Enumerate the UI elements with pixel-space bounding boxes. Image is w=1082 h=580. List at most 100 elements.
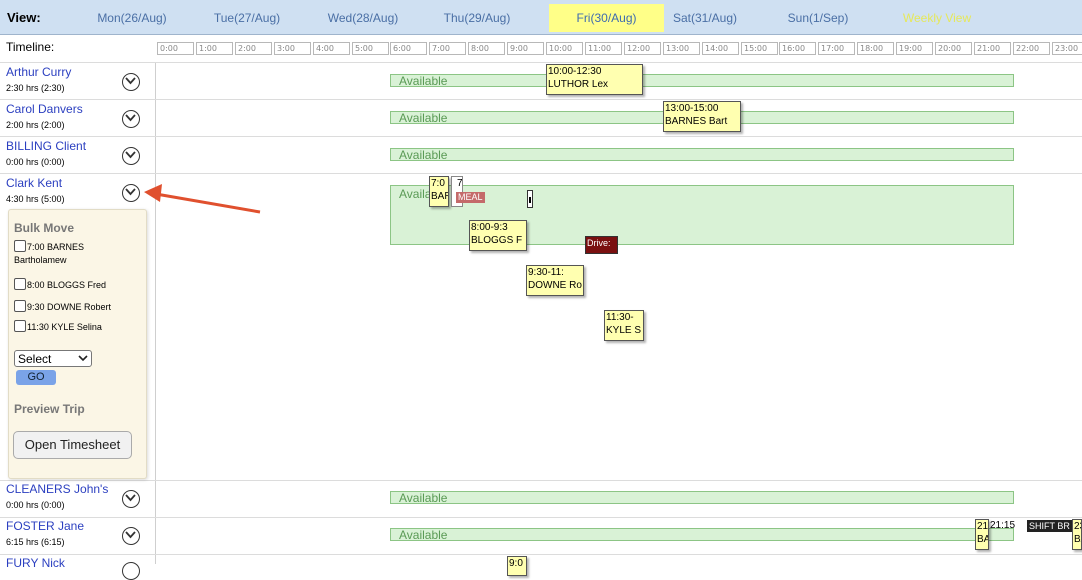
- job-block[interactable]: 8:00-9:3 BLOGGS F: [469, 220, 527, 251]
- employee-hours: 6:15 hrs (6:15): [6, 537, 65, 547]
- row-divider: [0, 554, 1082, 555]
- job-block[interactable]: 10:00-12:30 LUTHOR Lex: [546, 64, 643, 95]
- bulk-item-label: 8:00 BLOGGS Fred: [27, 280, 107, 290]
- job-time: 11:30-: [606, 312, 634, 323]
- job-time: 7:0: [431, 178, 445, 189]
- employee-name-foster-jane[interactable]: FOSTER Jane: [6, 519, 85, 533]
- employee-name-clark-kent[interactable]: Clark Kent: [6, 176, 63, 190]
- expand-chevron-icon[interactable]: [122, 147, 140, 165]
- job-block[interactable]: 23 BA: [1072, 519, 1082, 550]
- employee-name-cleaners-johns[interactable]: CLEANERS John's: [6, 482, 109, 496]
- row-divider: [0, 173, 1082, 174]
- shift-break-block[interactable]: SHIFT BR: [1027, 520, 1072, 532]
- job-block[interactable]: [527, 190, 533, 208]
- job-client: BAR: [977, 534, 988, 545]
- job-time: 13:00-15:00: [665, 103, 719, 114]
- timeline-hour-tick: 21:00: [974, 42, 1011, 55]
- timeline-hour-tick: 17:00: [818, 42, 855, 55]
- employee-hours: 0:00 hrs (0:00): [6, 157, 65, 167]
- job-block[interactable]: 11:30- KYLE S: [604, 310, 644, 341]
- bulk-item[interactable]: 11:30 KYLE Selina: [14, 320, 102, 334]
- timeline-hour-tick: 2:00: [235, 42, 272, 55]
- employee-name-carol-danvers[interactable]: Carol Danvers: [6, 102, 83, 116]
- timeline-hour-tick: 0:00: [157, 42, 194, 55]
- day-tab-sun[interactable]: Sun(1/Sep): [787, 11, 849, 25]
- timeline-hour-tick: 9:00: [507, 42, 544, 55]
- job-client: LUTHOR Lex: [548, 79, 609, 90]
- view-label: View:: [7, 10, 41, 25]
- go-button[interactable]: GO: [16, 370, 56, 385]
- select-value: Select: [18, 352, 52, 366]
- checkbox[interactable]: [14, 278, 26, 290]
- day-tab-thu[interactable]: Thu(29/Aug): [443, 11, 511, 25]
- bulk-item-label: 11:30 KYLE Selina: [27, 322, 102, 332]
- timeline-hour-tick: 22:00: [1013, 42, 1050, 55]
- job-time: 21:: [977, 521, 989, 532]
- preview-trip-link[interactable]: Preview Trip: [14, 402, 85, 416]
- expand-chevron-icon[interactable]: [122, 184, 140, 202]
- employee-hours: 2:30 hrs (2:30): [6, 83, 65, 93]
- employee-name-arthur-curry[interactable]: Arthur Curry: [6, 65, 72, 79]
- timeline-hour-tick: 23:00: [1052, 42, 1082, 55]
- employee-name-fury-nick[interactable]: FURY Nick: [6, 556, 65, 570]
- checkbox[interactable]: [14, 320, 26, 332]
- expand-chevron-icon[interactable]: [122, 110, 140, 128]
- day-tab-wed[interactable]: Wed(28/Aug): [327, 11, 399, 25]
- timeline-hour-tick: 7:00: [429, 42, 466, 55]
- timeline-hour-tick: 18:00: [857, 42, 894, 55]
- expand-chevron-icon[interactable]: [122, 490, 140, 508]
- arrow-icon: [144, 184, 261, 214]
- checkbox[interactable]: [14, 240, 26, 252]
- weekly-view-link[interactable]: Weekly View: [902, 11, 972, 25]
- timeline-hour-tick: 19:00: [896, 42, 933, 55]
- day-tab-mon[interactable]: Mon(26/Aug): [97, 11, 167, 25]
- job-client: DOWNE Ro: [528, 280, 582, 291]
- timeline-hour-tick: 15:00: [741, 42, 778, 55]
- bulk-item[interactable]: 9:30 DOWNE Robert: [14, 300, 111, 314]
- job-client: BAR: [431, 191, 448, 202]
- employee-hours: 4:30 hrs (5:00): [6, 194, 65, 204]
- checkbox[interactable]: [14, 300, 26, 312]
- timeline-hour-tick: 12:00: [624, 42, 661, 55]
- timeline-hour-tick: 3:00: [274, 42, 311, 55]
- bulk-item-label: 7:00 BARNES Bartholamew: [14, 242, 85, 265]
- job-block[interactable]: 9:30-11: DOWNE Ro: [526, 265, 584, 296]
- job-client: BLOGGS F: [471, 235, 523, 246]
- row-divider: [0, 517, 1082, 518]
- bulk-item[interactable]: 8:00 BLOGGS Fred: [14, 278, 106, 292]
- expand-chevron-icon[interactable]: [122, 73, 140, 91]
- timeline-hour-tick: 6:00: [390, 42, 427, 55]
- expand-chevron-icon[interactable]: [122, 562, 140, 580]
- job-block[interactable]: 7:0 BAR: [429, 176, 449, 207]
- availability-bar[interactable]: Available: [390, 148, 1014, 161]
- bulk-move-title: Bulk Move: [14, 221, 75, 235]
- row-divider: [0, 62, 1082, 63]
- job-marker: [529, 197, 531, 203]
- job-time: 8:00-9:3: [471, 222, 508, 233]
- availability-bar[interactable]: Available: [390, 74, 1014, 87]
- job-block[interactable]: 9:0: [507, 556, 527, 576]
- job-time: 7:30: [457, 178, 463, 189]
- job-block[interactable]: 13:00-15:00 BARNES Bart: [663, 101, 741, 132]
- day-navigation-bar: View: Mon(26/Aug) Tue(27/Aug) Wed(28/Aug…: [0, 0, 1082, 35]
- day-tab-tue[interactable]: Tue(27/Aug): [213, 11, 281, 25]
- drive-block[interactable]: Drive:: [585, 236, 618, 254]
- timeline-hour-tick: 10:00: [546, 42, 583, 55]
- day-tab-fri[interactable]: Fri(30/Aug): [549, 4, 664, 32]
- open-timesheet-button[interactable]: Open Timesheet: [13, 431, 132, 459]
- timeline-hour-tick: 8:00: [468, 42, 505, 55]
- expand-chevron-icon[interactable]: [122, 527, 140, 545]
- row-divider: [0, 480, 1082, 481]
- job-client: KYLE S: [606, 325, 642, 336]
- job-block[interactable]: 21: BAR: [975, 519, 989, 550]
- bulk-move-select[interactable]: Select: [14, 350, 92, 367]
- availability-bar[interactable]: Available: [390, 528, 1014, 541]
- day-tab-sat[interactable]: Sat(31/Aug): [672, 11, 738, 25]
- bulk-item[interactable]: 7:00 BARNES Bartholamew: [14, 240, 134, 267]
- employee-hours: 2:00 hrs (2:00): [6, 120, 65, 130]
- meal-break[interactable]: MEAL: [456, 192, 485, 203]
- bulk-item-label: 9:30 DOWNE Robert: [27, 302, 112, 312]
- employee-name-billing-client[interactable]: BILLING Client: [6, 139, 87, 153]
- availability-bar[interactable]: Available: [390, 491, 1014, 504]
